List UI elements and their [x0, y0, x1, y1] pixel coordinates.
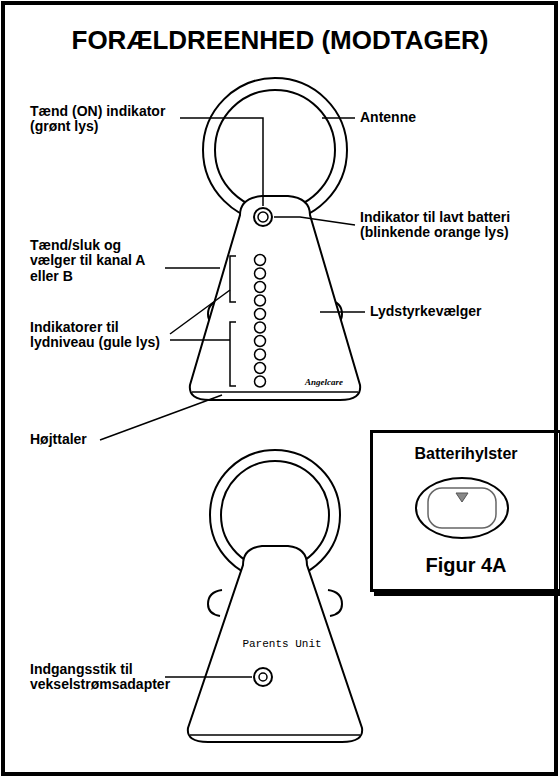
callout-label: Tænd (ON) indikator (grønt lys) [30, 104, 180, 135]
sound-level-led [255, 295, 266, 306]
sound-level-led [255, 309, 266, 320]
sound-level-led [255, 376, 266, 387]
sound-level-led [255, 336, 266, 347]
sound-level-led [255, 363, 266, 374]
sound-level-led [255, 255, 266, 266]
sound-level-led [255, 268, 266, 279]
sound-level-led [255, 349, 266, 360]
callout-label: Tænd/sluk og vælger til kanal A eller B [30, 238, 162, 284]
brand-logo: Angelcare [305, 378, 365, 388]
unit-marking: Parents Unit [232, 638, 332, 650]
callout-label: Antenne [360, 110, 540, 125]
callout-label: Indikatorer til lydniveau (gule lys) [30, 320, 168, 351]
sound-level-led [255, 282, 266, 293]
figure-heading: Batterihylster [373, 445, 559, 463]
sound-level-led [255, 322, 266, 333]
callout-label: Højttaler [30, 432, 150, 447]
title: FORÆLDREENHED (MODTAGER) [0, 26, 560, 55]
callout-label: Indikator til lavt batteri (blinkende or… [360, 210, 548, 241]
figure-box: BatterihylsterFigur 4A [370, 430, 560, 592]
callout-label: Lydstyrkevælger [370, 304, 545, 319]
callout-label: Indgangsstik til vekselstrømsadapter [30, 662, 165, 693]
figure-caption: Figur 4A [373, 554, 559, 577]
